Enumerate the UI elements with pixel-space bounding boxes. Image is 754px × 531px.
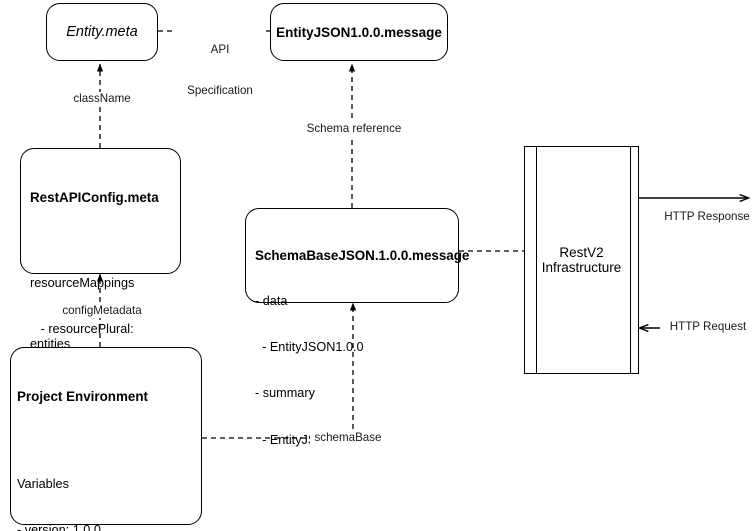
label-http-request: HTTP Request — [660, 320, 754, 334]
node-rest-api-config-title: RestAPIConfig.meta — [30, 189, 159, 205]
node-schema-base-title: SchemaBaseJSON.1.0.0.message — [255, 247, 470, 263]
restv2-right-rail — [630, 147, 631, 373]
label-api-specification-line2: Specification — [187, 83, 253, 97]
node-entity-meta[interactable]: Entity.meta — [46, 3, 158, 61]
schema-base-line-2: - summary — [255, 386, 315, 401]
project-environment-variables-heading: Variables — [17, 476, 69, 491]
node-entity-json-message[interactable]: EntityJSON1.0.0.message — [270, 3, 448, 61]
node-entity-meta-label: Entity.meta — [66, 24, 138, 40]
label-api-specification-line1: API — [210, 43, 230, 57]
node-restv2-infrastructure[interactable]: RestV2 Infrastructure — [524, 146, 639, 374]
schema-base-line-0: - data — [255, 294, 288, 309]
label-schema-reference: Schema reference — [296, 122, 412, 136]
label-schema-base: schemaBase — [310, 431, 386, 445]
schema-base-line-1: - EntityJSON1.0.0 — [255, 340, 364, 355]
restv2-label-line2: Infrastructure — [541, 260, 622, 275]
restv2-label-group: RestV2 Infrastructure — [542, 245, 622, 275]
restv2-label-line1: RestV2 — [559, 245, 604, 260]
project-environment-variable-0: - version: 1.0.0 — [17, 523, 101, 531]
label-class-name: className — [64, 92, 140, 106]
restv2-left-rail — [536, 147, 537, 373]
label-config-metadata: configMetadata — [52, 304, 152, 318]
label-http-response: HTTP Response — [657, 210, 754, 224]
node-project-environment[interactable]: Project Environment Variables - version:… — [10, 347, 202, 531]
node-rest-api-config[interactable]: RestAPIConfig.meta resourceMappings - re… — [20, 148, 181, 490]
rest-api-config-line-0: resourceMappings — [30, 275, 135, 290]
node-project-environment-title: Project Environment — [17, 388, 148, 404]
node-project-environment-body: Project Environment Variables - version:… — [17, 358, 193, 531]
label-api-specification: API Specification — [174, 16, 266, 125]
node-entity-json-message-label: EntityJSON1.0.0.message — [276, 24, 442, 40]
node-schema-base[interactable]: SchemaBaseJSON.1.0.0.message - data - En… — [245, 208, 470, 447]
